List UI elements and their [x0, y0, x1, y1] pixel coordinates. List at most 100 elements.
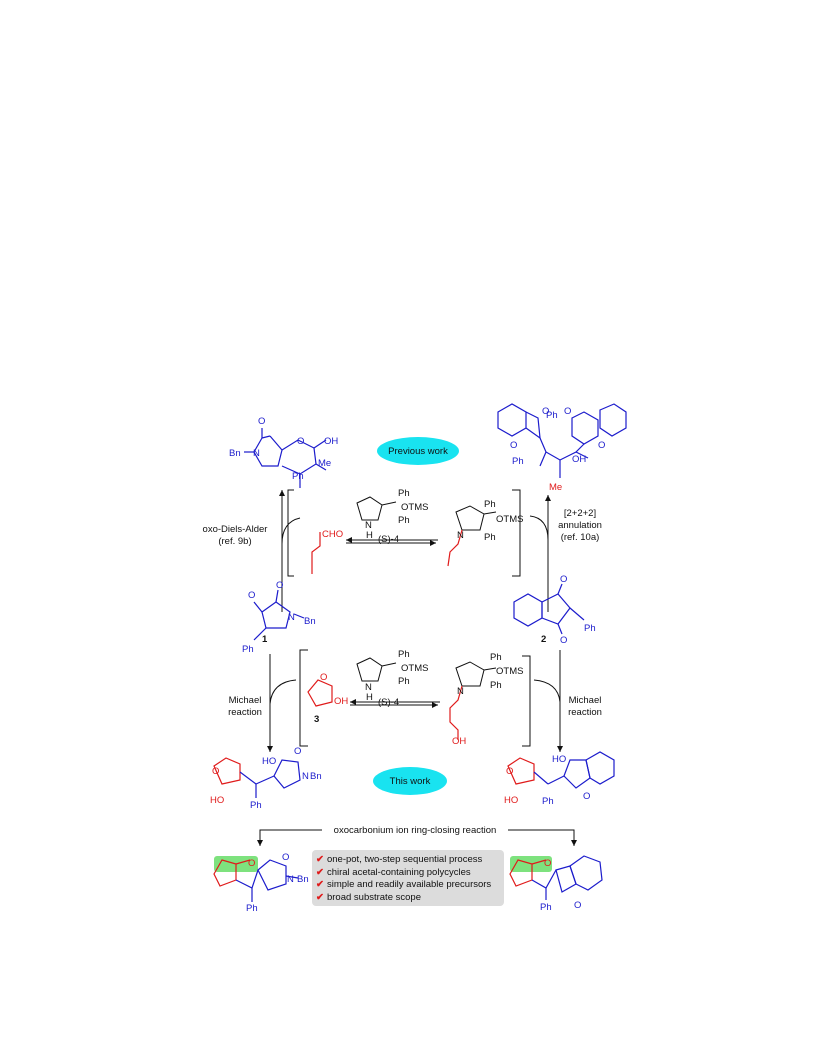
- catalyst-otms: OTMS: [401, 502, 428, 513]
- reaction-oxo-diels-alder: oxo-Diels-Alder: [203, 524, 268, 535]
- atom-o: O: [583, 791, 590, 802]
- feature-item: ✔chiral acetal-containing polycycles: [316, 866, 471, 878]
- this-work-label: This work: [390, 776, 431, 787]
- catalyst-h: H: [366, 692, 373, 703]
- final-right-furan: [509, 859, 547, 887]
- enamine-chain-mid: [449, 685, 463, 740]
- atom-o: O: [510, 440, 517, 451]
- atom-o: O: [598, 440, 605, 451]
- atom-o: O: [320, 672, 327, 683]
- enamine-otms: OTMS: [496, 514, 523, 525]
- ring-closing-label: oxocarbonium ion ring-closing reaction: [334, 825, 497, 836]
- feature-item: ✔one-pot, two-step sequential process: [316, 854, 483, 865]
- enamine-n: N: [457, 686, 464, 697]
- atom-ph: Ph: [246, 903, 258, 914]
- curved-arrow-mid-right: [533, 679, 561, 703]
- atom-ph: Ph: [540, 902, 552, 913]
- adduct-right-core: [533, 751, 615, 789]
- reaction-annulation-line2: annulation: [558, 520, 602, 531]
- compound-2: [513, 583, 585, 635]
- check-icon: ✔: [316, 891, 324, 903]
- michael-right-line2: reaction: [568, 707, 602, 718]
- enamine-ph: Ph: [490, 652, 502, 663]
- curved-arrow-mid-left: [269, 679, 297, 705]
- compound-1: [253, 589, 305, 641]
- catalyst-ph: Ph: [398, 515, 410, 526]
- feature-item: ✔simple and readily available precursors: [316, 879, 492, 890]
- atom-oh: OH: [334, 696, 348, 707]
- catalyst-ph: Ph: [398, 488, 410, 499]
- enamine-n: N: [457, 530, 464, 541]
- atom-o: O: [248, 858, 255, 869]
- atom-n: N: [253, 448, 260, 459]
- atom-ph: Ph: [512, 456, 524, 467]
- check-icon: ✔: [316, 879, 324, 890]
- compound-3-label: 3: [314, 714, 319, 725]
- enamine-otms: OTMS: [496, 666, 523, 677]
- enamine-mid: [455, 661, 497, 687]
- reaction-ref-9b: (ref. 9b): [218, 536, 251, 547]
- atom-n: N: [302, 771, 309, 782]
- atom-n: N: [288, 612, 295, 623]
- enamine-ph: Ph: [484, 499, 496, 510]
- michael-left-line1: Michael: [229, 695, 262, 706]
- atom-oh: OH: [452, 736, 466, 747]
- reaction-annulation-line3: (ref. 10a): [561, 532, 600, 543]
- check-icon: ✔: [316, 854, 324, 865]
- atom-o: O: [212, 766, 219, 777]
- bracket-right-mid: [522, 655, 531, 747]
- adduct-left-core: [239, 759, 301, 798]
- curved-arrow-right: [529, 515, 549, 541]
- feature-item: ✔broad substrate scope: [316, 891, 421, 903]
- feature-list: ✔one-pot, two-step sequential process ✔c…: [312, 850, 504, 906]
- atom-o: O: [248, 590, 255, 601]
- atom-ph: Ph: [242, 644, 254, 655]
- atom-o: O: [276, 580, 283, 591]
- atom-n: N: [287, 874, 294, 885]
- product-annulation: [497, 403, 627, 478]
- atom-o: O: [506, 766, 513, 777]
- atom-ho: HO: [210, 795, 224, 806]
- atom-ph: Ph: [584, 623, 596, 634]
- enamine-top: [455, 505, 497, 531]
- previous-work-label: Previous work: [388, 446, 448, 457]
- atom-me: Me: [549, 482, 562, 493]
- enamine-chain-top: [447, 529, 463, 567]
- catalyst-otms: OTMS: [401, 663, 428, 674]
- catalyst-h: H: [366, 530, 373, 541]
- atom-bn: Bn: [297, 874, 309, 885]
- catalyst-ph: Ph: [398, 676, 410, 687]
- atom-ph: Ph: [546, 410, 558, 421]
- atom-ph: Ph: [292, 471, 304, 482]
- compound-1-label: 1: [262, 634, 268, 645]
- atom-o: O: [574, 900, 581, 911]
- catalyst-n: N: [365, 682, 372, 693]
- bracket-right-top: [512, 489, 521, 577]
- atom-oh: OH: [572, 454, 586, 465]
- bracket-left-mid: [299, 649, 308, 747]
- product-oxo-diels-alder: [244, 428, 327, 488]
- atom-o: O: [282, 852, 289, 863]
- atom-o: O: [560, 635, 567, 646]
- atom-ho: HO: [504, 795, 518, 806]
- atom-o: O: [544, 858, 551, 869]
- final-right-core: [531, 855, 603, 900]
- atom-bn: Bn: [310, 771, 322, 782]
- this-work-bubble: [373, 767, 447, 795]
- atom-bn: Bn: [229, 448, 241, 459]
- michael-left-line2: reaction: [228, 707, 262, 718]
- atom-ph: Ph: [250, 800, 262, 811]
- final-left-core: [235, 859, 299, 902]
- reaction-annulation-line1: [2+2+2]: [564, 508, 596, 519]
- atom-ho: HO: [262, 756, 276, 767]
- atom-o: O: [294, 746, 301, 757]
- catalyst-ph: Ph: [398, 649, 410, 660]
- atom-cho: CHO: [322, 529, 343, 540]
- atom-o: O: [542, 406, 549, 417]
- catalyst-n: N: [365, 520, 372, 531]
- atom-ho: HO: [552, 754, 566, 765]
- previous-work-bubble: [377, 437, 459, 465]
- curved-arrow-left: [281, 517, 301, 545]
- check-icon: ✔: [316, 866, 324, 878]
